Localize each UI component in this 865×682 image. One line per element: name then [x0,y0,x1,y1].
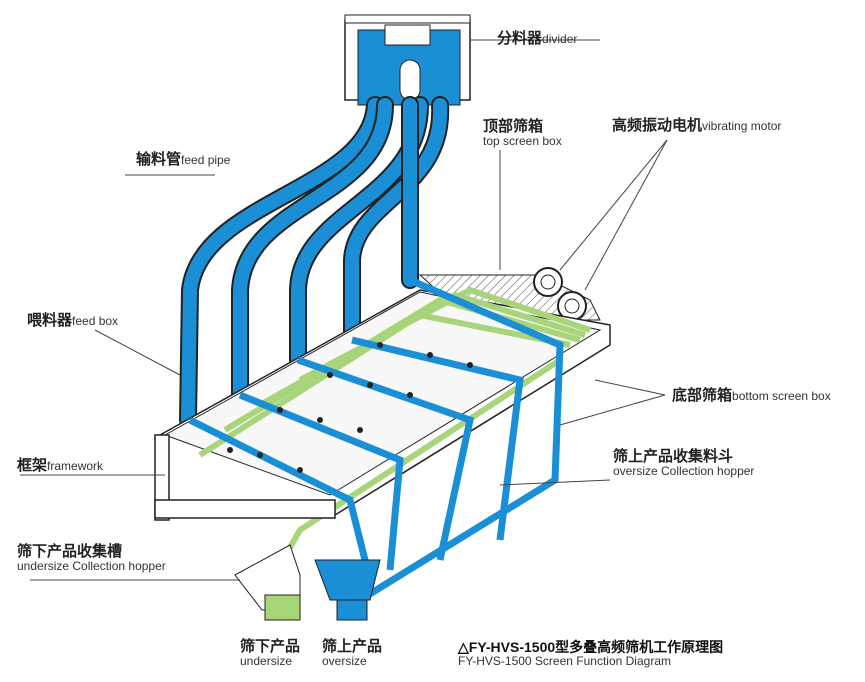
divider-label: 分料器divider [497,30,577,48]
divider-label-en: divider [542,32,578,46]
framework [154,434,336,521]
framework-label-en: framework [47,459,104,473]
feed-pipe-label-zh: 输料管 [136,151,182,168]
top-screen-box-label-en: top screen box [483,134,562,149]
top-screen-box-label: 顶部筛箱 top screen box [483,118,562,149]
undersize-output-label-en: undersize [240,654,293,669]
feed-box-label: 喂料器feed box [27,312,118,330]
undersize-hopper-label-en: undersize Collection hopper [17,559,166,574]
oversize-output-label-zh: 筛上产品 [322,638,383,655]
undersize-output-label: 筛下产品 undersize [240,638,300,669]
feed-pipes [179,96,450,429]
top-screen-box-label-zh: 顶部筛箱 [483,118,544,135]
bottom-screen-box-label-zh: 底部筛箱 [672,387,733,404]
oversize-hopper-label-en: oversize Collection hopper [613,464,755,479]
hoppers [234,544,381,621]
feed-box-label-zh: 喂料器 [27,312,73,329]
undersize-output-label-zh: 筛下产品 [240,638,301,655]
vibrating-motor-label-zh: 高频振动电机 [612,117,703,134]
framework-label: 框架framework [17,457,103,475]
oversize-hopper-label-zh: 筛上产品收集料斗 [613,448,734,465]
undersize-hopper-label: 筛下产品收集槽 undersize Collection hopper [17,543,166,574]
vibrating-motor-label-en: vibrating motor [702,119,782,133]
oversize-hopper-label: 筛上产品收集料斗 oversize Collection hopper [613,448,754,479]
vibrating-motors [533,267,587,321]
bottom-screen-box-label: 底部筛箱bottom screen box [672,387,831,405]
framework-label-zh: 框架 [17,457,48,474]
screen-dots [227,342,473,473]
blue-flow [188,276,564,603]
feed-pipe-label: 输料管feed pipe [136,151,230,169]
diagram-caption: △FY-HVS-1500型多叠高频筛机工作原理图 FY-HVS-1500 Scr… [458,639,723,669]
vibrating-motor-label: 高频振动电机vibrating motor [612,117,781,135]
oversize-output-label-en: oversize [322,654,367,669]
divider [344,14,471,106]
feed-pipe-label-en: feed pipe [181,153,231,167]
undersize-hopper-label-zh: 筛下产品收集槽 [17,543,123,560]
caption-zh: △FY-HVS-1500型多叠高频筛机工作原理图 [458,639,724,655]
divider-label-zh: 分料器 [497,30,543,47]
caption-en: FY-HVS-1500 Screen Function Diagram [458,654,671,669]
feed-box-label-en: feed box [72,314,119,328]
bottom-screen-box-label-en: bottom screen box [732,389,831,403]
leader-lines [20,39,668,581]
oversize-output-label: 筛上产品 oversize [322,638,382,669]
